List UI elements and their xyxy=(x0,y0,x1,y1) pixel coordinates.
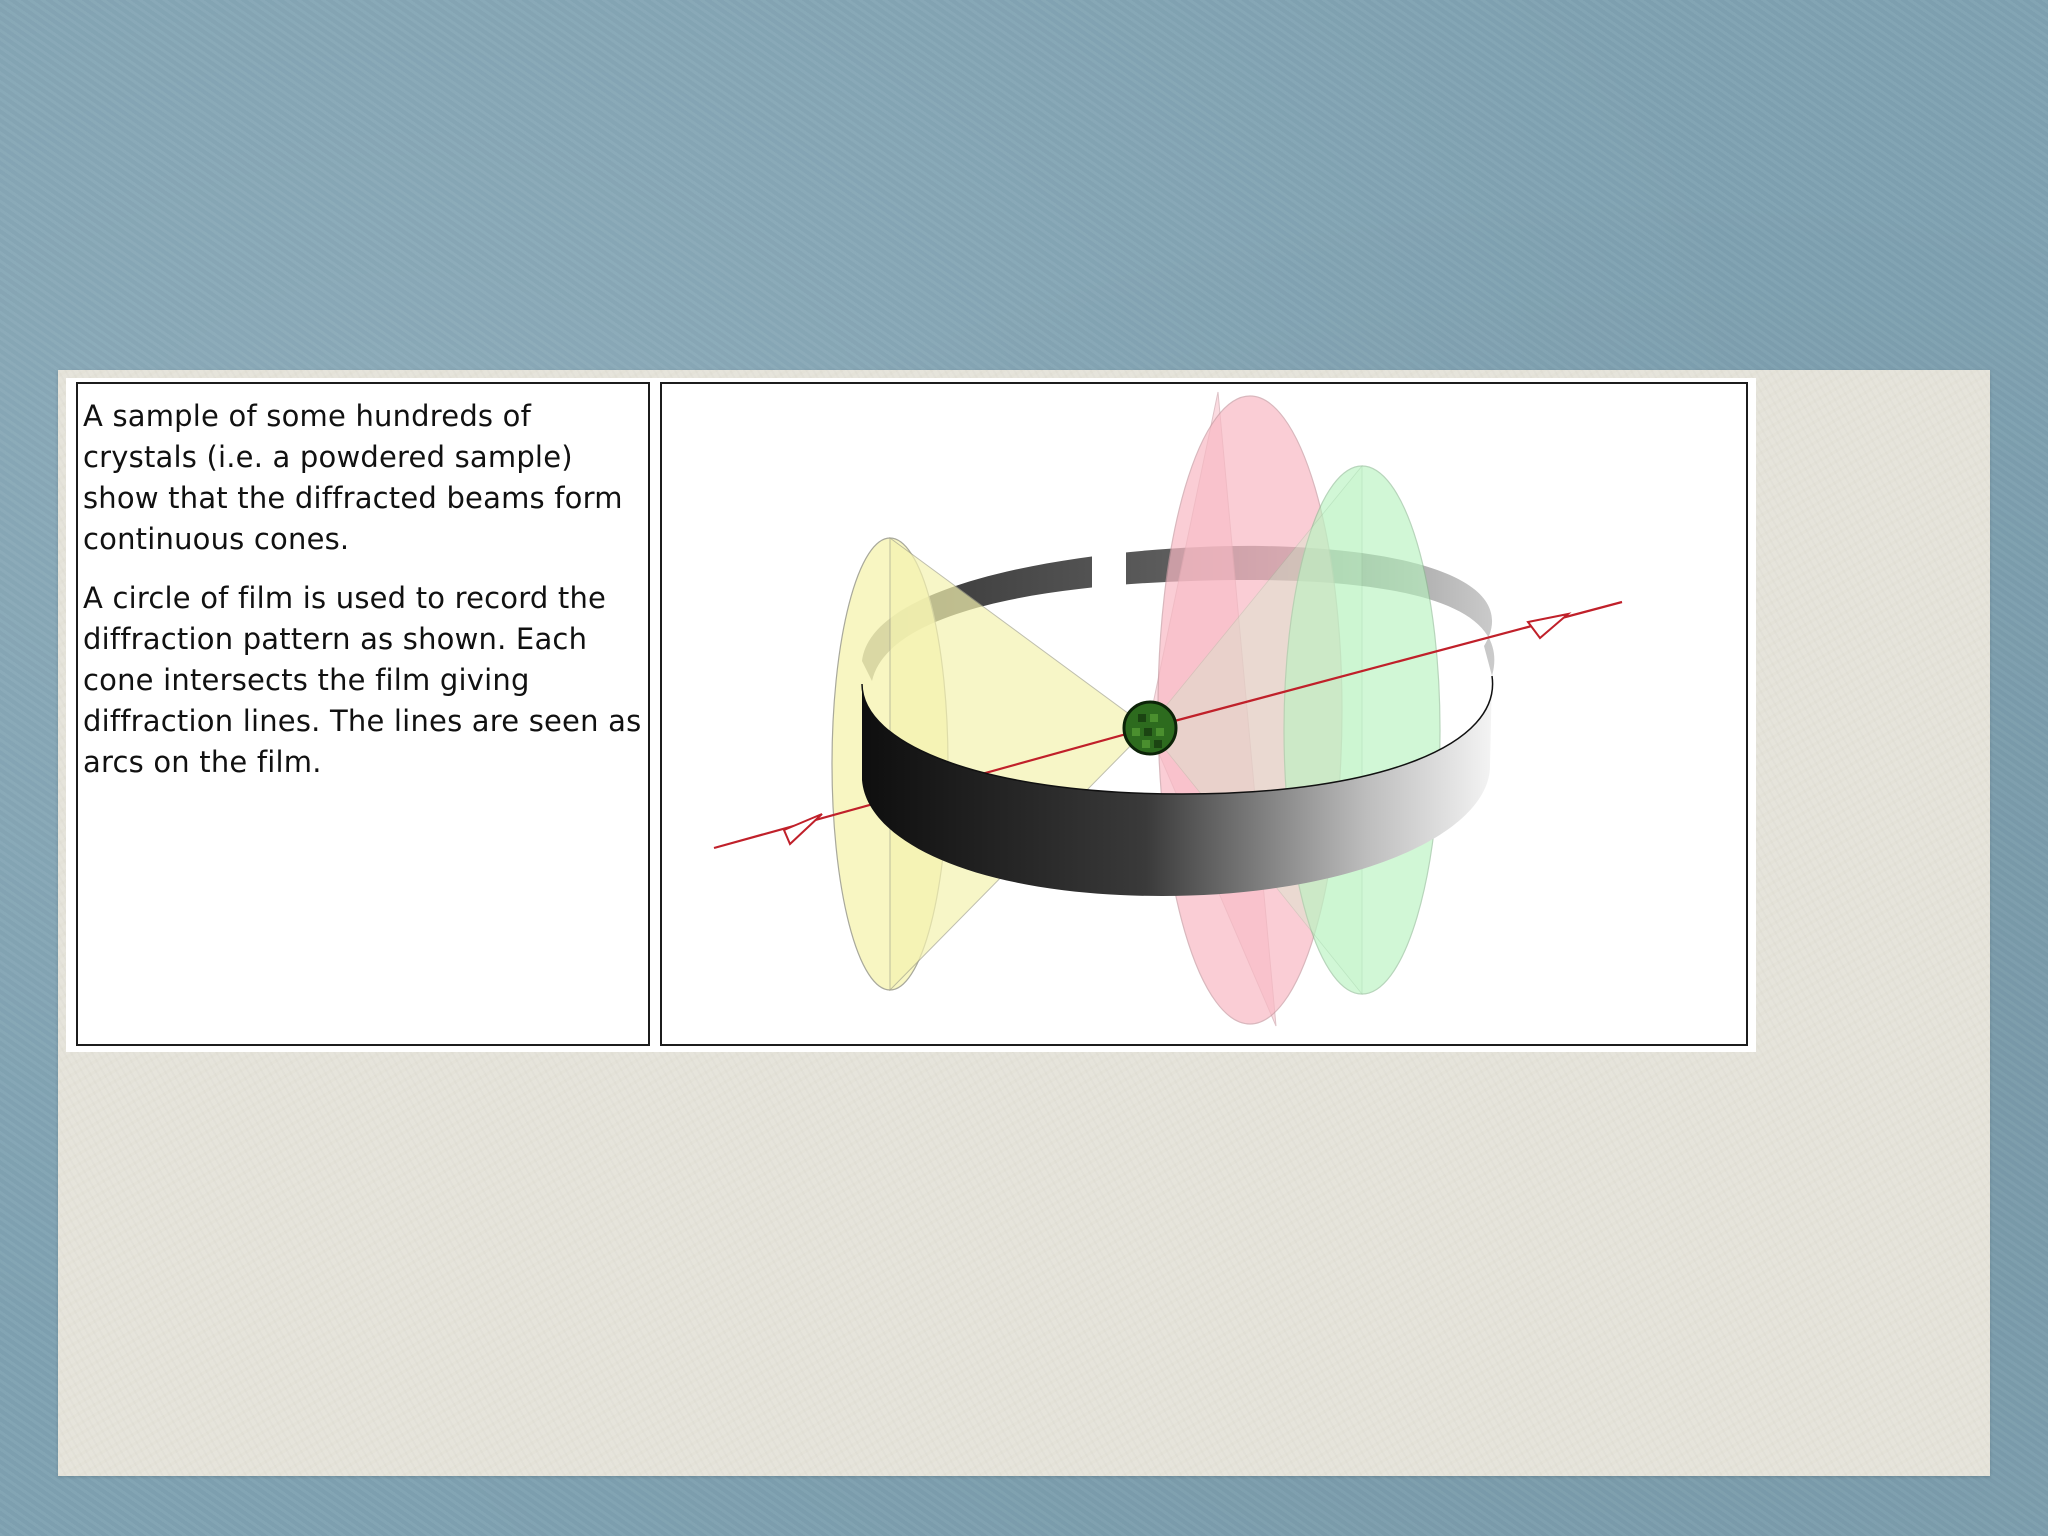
beam-arrow-icon xyxy=(1526,612,1572,640)
film-ring-front xyxy=(862,676,1493,896)
diffraction-figure-cell xyxy=(660,382,1748,1046)
powder-diffraction-diagram xyxy=(713,391,1623,1027)
sample-crystals-icon xyxy=(1122,700,1178,756)
paragraph-film-circle: A circle of film is used to record the d… xyxy=(83,581,642,779)
embedded-figure-table: A sample of some hundreds of crystals (i… xyxy=(66,378,1756,1052)
beam-arrow-icon xyxy=(782,813,823,846)
film-slot xyxy=(1092,534,1126,604)
paragraph-powder-sample: A sample of some hundreds of crystals (i… xyxy=(83,399,623,556)
description-text-cell: A sample of some hundreds of crystals (i… xyxy=(76,382,650,1046)
